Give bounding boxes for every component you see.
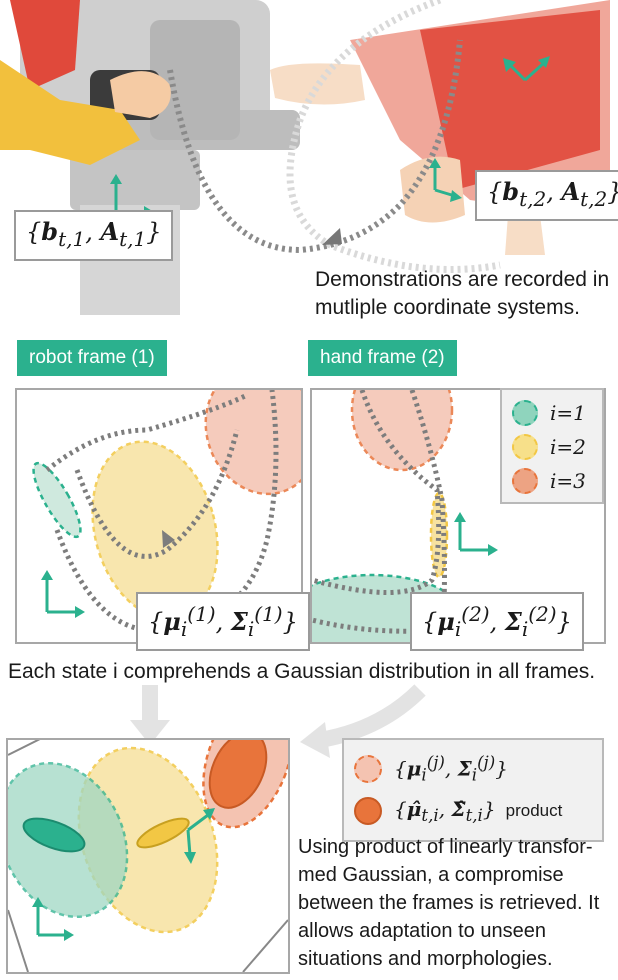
bottom-caption-line2: med Gaussian, a compromise [298, 864, 564, 886]
frame2-params-label: {bt,2, At,2} [475, 170, 618, 221]
legend-product-params: {μ̂t,i, Σ̂t,i} [394, 797, 496, 825]
legend-frame-gaussian: {μi(j), Σi(j)} [354, 752, 508, 786]
legend-label-i3: i=3 [550, 469, 586, 493]
robot-frame-tag: robot frame (1) [17, 340, 167, 376]
demo-path-robot-3 [74, 429, 240, 559]
human-arm-left [0, 60, 140, 165]
hand-frame-tag: hand frame (2) [308, 340, 457, 376]
demo-path-dark [167, 39, 463, 254]
demo-path-hand-2 [312, 390, 447, 634]
legend-swatch-dashed [354, 755, 382, 783]
product-legend: {μi(j), Σi(j)} {μ̂t,i, Σ̂t,i} product [342, 738, 604, 842]
gaussian-i1-robot [32, 461, 82, 539]
coordinate-axes-icon [454, 512, 498, 556]
product-panel [6, 738, 290, 974]
top-caption: Demonstrations are recorded in mutliple … [315, 266, 609, 322]
robot-arm-illustration [0, 0, 300, 315]
bottom-caption-line4: allows adaptation to unseen [298, 920, 546, 942]
human-hand-illustration [270, 63, 365, 105]
frame1-params-label: {bt,1, At,1} [14, 210, 174, 261]
legend-swatch-solid [354, 797, 382, 825]
top-caption-line2: mutliple coordinate systems. [315, 296, 580, 319]
demo-path-robot-2 [45, 392, 249, 472]
demo-path-light [286, 0, 501, 273]
legend-product-word: product [505, 801, 563, 820]
middle-caption: Each state i comprehends a Gaussian dist… [8, 660, 596, 683]
legend-item-i1: i=1 [512, 398, 586, 428]
legend-label-i1: i=1 [550, 401, 586, 425]
product-i1 [22, 817, 86, 853]
state-legend: i=1 i=2 i=3 [500, 388, 604, 504]
bottom-caption-line1: Using product of linearly transfor- [298, 836, 593, 858]
legend-swatch-teal [512, 400, 538, 426]
legend-swatch-yellow [512, 434, 538, 460]
product-i3 [208, 740, 268, 809]
coordinate-axes-icon [503, 56, 550, 82]
bottom-caption-line5: situations and morphologies. [298, 948, 553, 970]
demonstration-illustration [0, 0, 610, 315]
product-i2 [136, 817, 190, 849]
combine-arrows [130, 684, 426, 758]
bottom-caption: Using product of linearly transfor- med … [298, 833, 599, 973]
top-caption-line1: Demonstrations are recorded in [315, 268, 610, 291]
robot-frame-params: {μi(1), Σi(1)} [136, 592, 310, 651]
coordinate-axes-icon [429, 158, 462, 202]
robot-frame-panel [15, 388, 303, 644]
legend-swatch-orange [512, 468, 538, 494]
bottom-caption-line3: between the frames is retrieved. It [298, 892, 600, 914]
coordinate-axes-icon [41, 570, 85, 618]
legend-item-i2: i=2 [512, 432, 586, 462]
coordinate-axes-icon [32, 897, 74, 941]
legend-item-i3: i=3 [512, 466, 586, 496]
legend-product-gaussian: {μ̂t,i, Σ̂t,i} product [354, 794, 562, 828]
human-hand-left [110, 71, 171, 118]
coordinate-axes-icon [184, 808, 215, 864]
demo-path-hand-1 [312, 390, 442, 595]
legend-frame-params: {μi(j), Σi(j)} [394, 753, 508, 785]
gaussian-i3-hand [350, 390, 454, 472]
gaussian-i3-robot [204, 390, 301, 496]
legend-label-i2: i=2 [550, 435, 586, 459]
hand-frame-params: {μi(2), Σi(2)} [410, 592, 584, 651]
